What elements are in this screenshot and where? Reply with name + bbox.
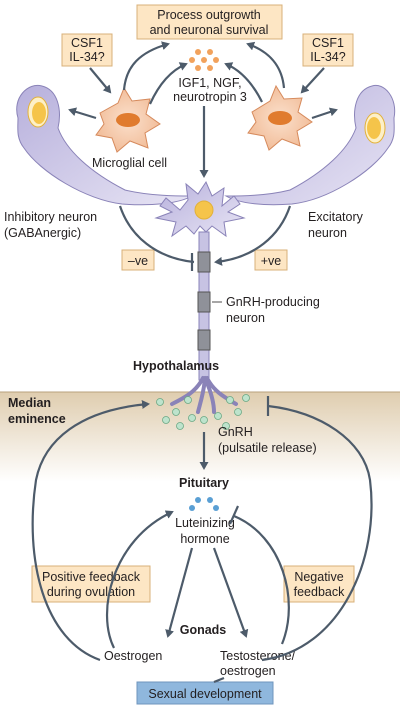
sexual-development-label: Sexual development xyxy=(148,687,262,701)
microglia-nucleus-left xyxy=(116,113,140,127)
arrow-mg-right-factors xyxy=(224,62,263,103)
plus-ve-box xyxy=(254,249,288,271)
arrow-mg-right-excit xyxy=(311,107,338,120)
excitatory-neuron-label-1: Excitatory xyxy=(308,210,364,224)
gnrh-release-label-1: GnRH xyxy=(218,425,253,439)
inhibitory-neuron-label-2: (GABAnergic) xyxy=(4,226,81,240)
inhibit-neg-feedback-pituitary xyxy=(233,514,290,645)
csf1-left-line2: IL-34? xyxy=(69,50,104,64)
factors-line2: neurotropin 3 xyxy=(173,90,247,104)
inhibitory-neuron-label-1: Inhibitory neuron xyxy=(4,210,97,224)
gnrh-granules xyxy=(156,394,250,430)
excitatory-neuron-label-2: neuron xyxy=(308,226,347,240)
luteinizing-label-2: hormone xyxy=(180,532,229,546)
gonads-label: Gonads xyxy=(180,623,227,637)
gnrh-axon xyxy=(170,231,238,414)
csf1-right-line1: CSF1 xyxy=(312,36,344,50)
process-outgrowth-box xyxy=(136,4,283,40)
plus-ve-label: +ve xyxy=(261,254,282,268)
process-box-line2: and neuronal survival xyxy=(150,23,269,37)
csf1-right-box xyxy=(302,33,354,67)
microglial-cell-right xyxy=(247,84,313,151)
minus-ve-label: –ve xyxy=(128,254,148,268)
arrow-mg-left-inhib xyxy=(68,107,97,120)
negative-feedback-line2: feedback xyxy=(294,585,345,599)
gnrh-neuron-label-2: neuron xyxy=(226,311,265,325)
testosterone-label-1: Testosterone/ xyxy=(220,649,296,663)
arrow-pos-feedback-pituitary xyxy=(106,510,174,649)
csf1-right-line2: IL-34? xyxy=(310,50,345,64)
arrow-lh-oestrogen xyxy=(165,547,194,638)
arrow-mg-left-process xyxy=(122,41,170,91)
positive-feedback-line2: during ovulation xyxy=(47,585,135,599)
median-eminence-label-2: eminence xyxy=(8,412,66,426)
hypothalamus-label: Hypothalamus xyxy=(133,359,219,373)
gnrh-neuron-label-1: GnRH-producing xyxy=(226,295,320,309)
growth-factor-dots xyxy=(189,49,219,71)
positive-feedback-box xyxy=(31,565,151,603)
microglial-cell-label: Microglial cell xyxy=(92,156,167,170)
excite-axon xyxy=(214,205,292,266)
median-eminence-label-1: Median xyxy=(8,396,51,410)
gnrh-neuron-soma xyxy=(154,180,246,238)
inhibitory-neuron xyxy=(16,84,194,206)
negative-feedback-box xyxy=(283,565,355,603)
excitatory-neuron xyxy=(224,84,396,206)
arrow-oestrogen-eminence xyxy=(31,400,150,662)
arrow-testo-dev xyxy=(213,676,225,684)
inhibit-inhibitory-axon xyxy=(118,205,195,264)
microglial-cell-left xyxy=(95,86,161,153)
oestrogen-label: Oestrogen xyxy=(104,649,162,663)
luteinizing-label-1: Luteinizing xyxy=(175,516,235,530)
factors-line1: IGF1, NGF, xyxy=(178,76,241,90)
microglia-nucleus-right xyxy=(268,111,292,125)
csf1-left-box xyxy=(61,33,113,67)
minus-ve-box xyxy=(121,249,155,271)
myelin-segment-3 xyxy=(197,329,211,351)
lh-dots xyxy=(189,497,219,511)
gnrh-release-label-2: (pulsatile release) xyxy=(218,441,317,455)
arrows xyxy=(31,41,338,684)
inhibition-lines xyxy=(118,205,373,662)
inhibit-neg-feedback-eminence xyxy=(261,404,373,662)
process-box-line1: Process outgrowth xyxy=(157,8,261,22)
pituitary-label: Pituitary xyxy=(179,476,229,490)
arrow-mg-right-process xyxy=(246,41,286,89)
arrow-csf-right xyxy=(300,67,325,94)
csf1-left-line1: CSF1 xyxy=(71,36,103,50)
positive-feedback-line1: Positive feedback xyxy=(42,570,141,584)
arrow-csf-left xyxy=(89,67,112,94)
arrow-lh-testosterone xyxy=(212,547,249,638)
myelin-segment-1 xyxy=(197,251,211,273)
sexual-development-box xyxy=(136,681,274,705)
arrow-mg-left-factors xyxy=(148,62,188,105)
testosterone-label-2: oestrogen xyxy=(220,664,276,678)
negative-feedback-line1: Negative xyxy=(294,570,343,584)
myelin-segment-2 xyxy=(197,291,211,313)
